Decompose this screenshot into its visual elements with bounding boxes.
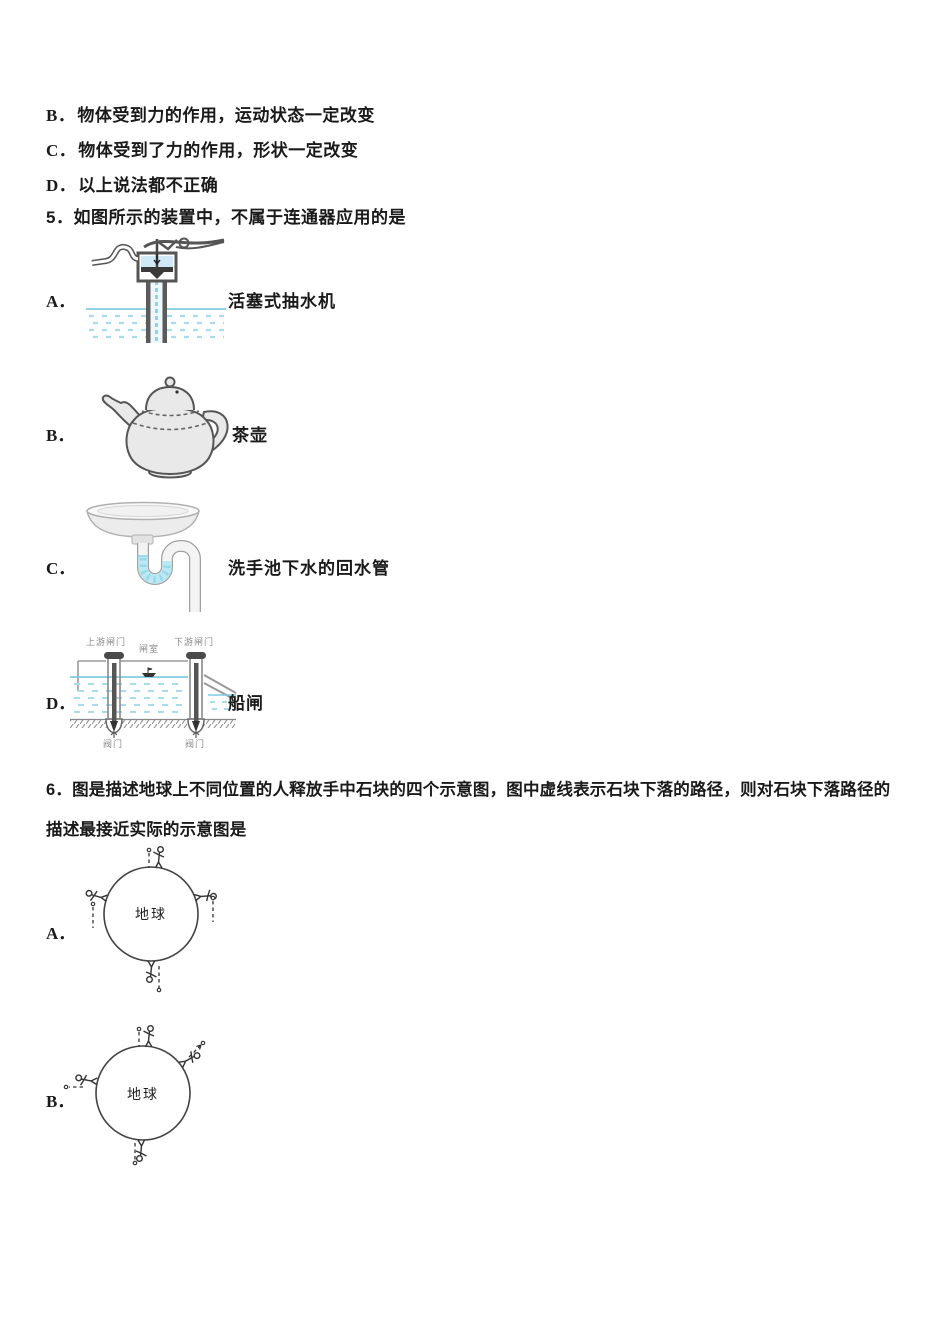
ship-lock-valve-right-label: 阀门 — [185, 739, 206, 749]
ship-lock-downstream-gate-label: 下游闸门 — [174, 637, 215, 647]
q5-option-b-caption: 茶壶 — [232, 426, 268, 445]
q4-option-b-letter: B． — [46, 106, 76, 125]
sink-drain-figure — [86, 501, 201, 612]
ship-lock-figure: 上游闸门 闸室 下游闸门 阀门 阀门 — [68, 633, 238, 749]
q4-option-b-text: 物体受到力的作用，运动状态一定改变 — [77, 106, 375, 125]
q5-option-d-letter: D． — [46, 694, 76, 713]
earth-label-a: 地球 — [135, 906, 167, 922]
q4-option-d-text: 以上说法都不正确 — [78, 176, 219, 195]
q6-option-a-letter: A． — [46, 924, 76, 943]
piston-pump-figure — [86, 237, 226, 343]
ship-lock-drawing — [70, 652, 237, 738]
q4-option-d: D．以上说法都不正确 — [46, 171, 218, 196]
q4-option-c-text: 物体受到了力的作用，形状一定改变 — [78, 141, 359, 160]
earth-label-b: 地球 — [127, 1086, 159, 1102]
q4-option-b: B．物体受到力的作用，运动状态一定改变 — [46, 101, 375, 126]
q6-option-b-letter: B． — [46, 1092, 75, 1111]
teapot-figure — [101, 376, 229, 479]
q5-option-d-caption: 船闸 — [228, 694, 264, 713]
q4-option-c: C．物体受到了力的作用，形状一定改变 — [46, 136, 358, 161]
q5-option-c-caption: 洗手池下水的回水管 — [228, 559, 390, 578]
q5-option-a-letter: A． — [46, 292, 76, 311]
earth-diagram-b: 地球 — [55, 1015, 230, 1167]
q6-stem-line2: 描述最接近实际的示意图是 — [46, 821, 247, 839]
q5-option-c-letter: C． — [46, 559, 76, 578]
earth-diagram-a-drawing — [84, 846, 218, 993]
q6-stem-line1: 6．图是描述地球上不同位置的人释放手中石块的四个示意图，图中虚线表示石块下落的路… — [46, 781, 891, 799]
q4-option-c-letter: C． — [46, 141, 77, 160]
q5-option-b-letter: B． — [46, 426, 75, 445]
earth-diagram-a: 地球 — [63, 842, 238, 994]
ship-lock-chamber-label: 闸室 — [139, 644, 160, 654]
ship-lock-upstream-gate-label: 上游闸门 — [86, 637, 127, 647]
q4-option-d-letter: D． — [46, 176, 77, 195]
ship-lock-valve-left-label: 阀门 — [103, 739, 124, 749]
q5-stem: 5．如图所示的装置中，不属于连通器应用的是 — [46, 208, 406, 227]
q5-option-a-caption: 活塞式抽水机 — [228, 292, 336, 311]
earth-diagram-b-drawing — [63, 1024, 206, 1166]
